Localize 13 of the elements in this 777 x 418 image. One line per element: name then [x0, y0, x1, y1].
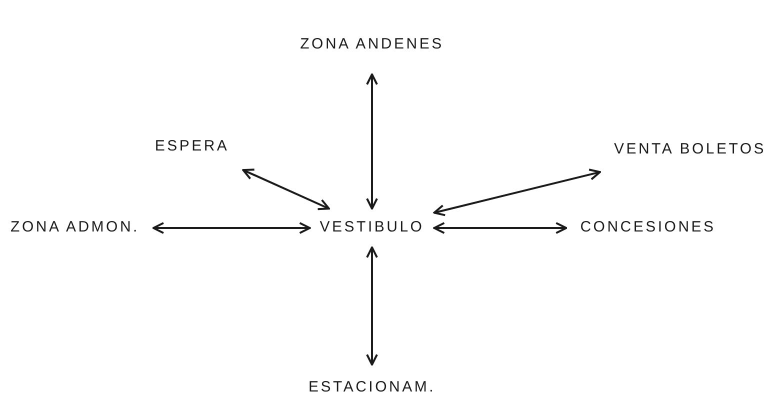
- area-label: ESPERA: [154, 138, 230, 156]
- area-label: ZONA ADMON.: [10, 218, 140, 238]
- double-arrow: [366, 73, 378, 210]
- area-label: VESTIBULO: [320, 218, 424, 238]
- double-arrow: [366, 246, 378, 366]
- double-arrow: [433, 168, 601, 216]
- area-label: ESTACIONAM.: [308, 378, 436, 398]
- double-arrow: [242, 168, 330, 210]
- area-label: CONCESIONES: [580, 218, 716, 238]
- double-arrow: [152, 222, 311, 234]
- area-label: VENTA BOLETOS: [614, 140, 766, 160]
- double-arrow: [433, 222, 568, 234]
- area-label: ZONA ANDENES: [300, 36, 444, 54]
